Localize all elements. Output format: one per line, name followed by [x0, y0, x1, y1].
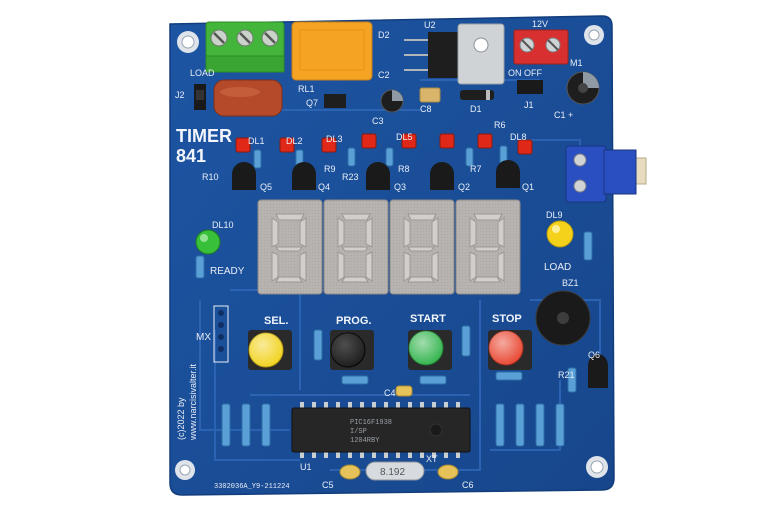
label-r9: R9 — [324, 164, 336, 174]
start-button[interactable] — [408, 330, 452, 370]
board-title: TIMER — [176, 126, 232, 146]
transistor-row — [232, 160, 520, 190]
label-c1: C1 + — [554, 110, 573, 120]
label-dl10: DL10 — [212, 220, 234, 230]
u1-part-number: PIC16F1938 — [350, 419, 392, 427]
u1-package: I/SP — [350, 428, 367, 436]
label-c8: C8 — [420, 104, 432, 114]
label-r8: R8 — [398, 164, 410, 174]
ready-led — [195, 229, 221, 255]
label-dl5: DL5 — [396, 132, 413, 142]
label-r10: R10 — [202, 172, 219, 182]
mounting-hole-bottom-right — [586, 456, 608, 478]
resistor-bank-right — [495, 403, 565, 447]
mounting-hole-top-right — [584, 25, 604, 45]
buzzer-bz1 — [535, 290, 591, 346]
label-r23: R23 — [342, 172, 359, 182]
power-screw-terminal — [513, 29, 569, 65]
label-on-off: ON OFF — [508, 68, 542, 78]
label-start: START — [410, 313, 446, 325]
diode-d1 — [460, 90, 494, 100]
label-r7: R7 — [470, 164, 482, 174]
output-screw-terminal — [565, 145, 647, 203]
electrolytic-capacitor-c3 — [380, 89, 404, 113]
label-c5: C5 — [322, 480, 334, 490]
label-stop: STOP — [492, 313, 522, 325]
label-u2: U2 — [424, 20, 436, 30]
label-rl1: RL1 — [298, 84, 315, 94]
microcontroller-u1 — [291, 402, 471, 458]
label-xt: XT — [426, 454, 438, 464]
label-12v: 12V — [532, 19, 548, 29]
capacitor-c8 — [419, 87, 441, 103]
capacitor-c5 — [339, 464, 361, 480]
label-load-top: LOAD — [190, 68, 215, 78]
crystal-marking: 8.192 — [380, 467, 405, 478]
relay-rl1 — [291, 21, 373, 81]
label-q1: Q1 — [522, 182, 534, 192]
label-q5: Q5 — [260, 182, 272, 192]
label-load: LOAD — [544, 262, 571, 273]
mounting-hole-top-left — [177, 31, 199, 53]
stop-button[interactable] — [488, 330, 532, 370]
label-dl3: DL3 — [326, 134, 343, 144]
board-model: 841 — [176, 146, 206, 166]
label-sel: SEL. — [264, 315, 288, 327]
u1-lot: 1204RBY — [350, 437, 380, 445]
label-q6: Q6 — [588, 350, 600, 360]
capacitor-c6 — [437, 464, 459, 480]
label-q4: Q4 — [318, 182, 330, 192]
electrolytic-capacitor-c1 — [566, 71, 600, 105]
resistor-bank-left — [221, 403, 271, 447]
transistor-q7 — [324, 94, 346, 108]
resistor-dl10 — [195, 255, 205, 279]
label-dl8: DL8 — [510, 132, 527, 142]
seven-segment-display — [257, 199, 521, 295]
label-ready: READY — [210, 266, 245, 277]
board-serial: 3302036A_Y9-211224 — [214, 483, 290, 491]
sel-button[interactable] — [248, 330, 292, 370]
label-q2: Q2 — [458, 182, 470, 192]
film-capacitor — [213, 79, 283, 117]
label-d1: D1 — [470, 104, 482, 114]
button-resistors — [313, 325, 577, 393]
label-mx: MX — [196, 332, 211, 343]
mounting-hole-bottom-left — [175, 460, 195, 480]
label-c4: C4 — [384, 388, 396, 398]
transistor-q6 — [588, 354, 608, 388]
label-c2: C2 — [378, 70, 390, 80]
label-u1: U1 — [300, 462, 312, 472]
label-dl2: DL2 — [286, 136, 303, 146]
prog-button[interactable] — [330, 330, 374, 370]
label-j1: J1 — [524, 100, 534, 110]
board-website: www.narcisivalter.it — [188, 363, 198, 441]
mx-header — [213, 305, 229, 363]
label-dl1: DL1 — [248, 136, 265, 146]
label-r21: R21 — [558, 370, 575, 380]
crystal-xt — [365, 461, 425, 481]
load-led — [546, 220, 574, 248]
load-screw-terminal — [205, 21, 285, 73]
label-m1: M1 — [570, 58, 583, 68]
label-q7: Q7 — [306, 98, 318, 108]
label-r6: R6 — [494, 120, 506, 130]
voltage-regulator-u2 — [404, 23, 505, 85]
status-leds — [235, 133, 533, 155]
label-prog: PROG. — [336, 315, 371, 327]
board-credit: (c)2022 by — [176, 397, 186, 440]
label-q3: Q3 — [394, 182, 406, 192]
label-bz1: BZ1 — [562, 278, 579, 288]
jumper-j1 — [517, 80, 543, 94]
capacitor-c4 — [395, 385, 413, 397]
label-j2: J2 — [175, 90, 185, 100]
label-c6: C6 — [462, 480, 474, 490]
label-c3: C3 — [372, 116, 384, 126]
resistor-dl9 — [583, 231, 593, 261]
jumper-j2 — [194, 84, 206, 110]
label-dl9: DL9 — [546, 210, 563, 220]
label-d2: D2 — [378, 30, 390, 40]
